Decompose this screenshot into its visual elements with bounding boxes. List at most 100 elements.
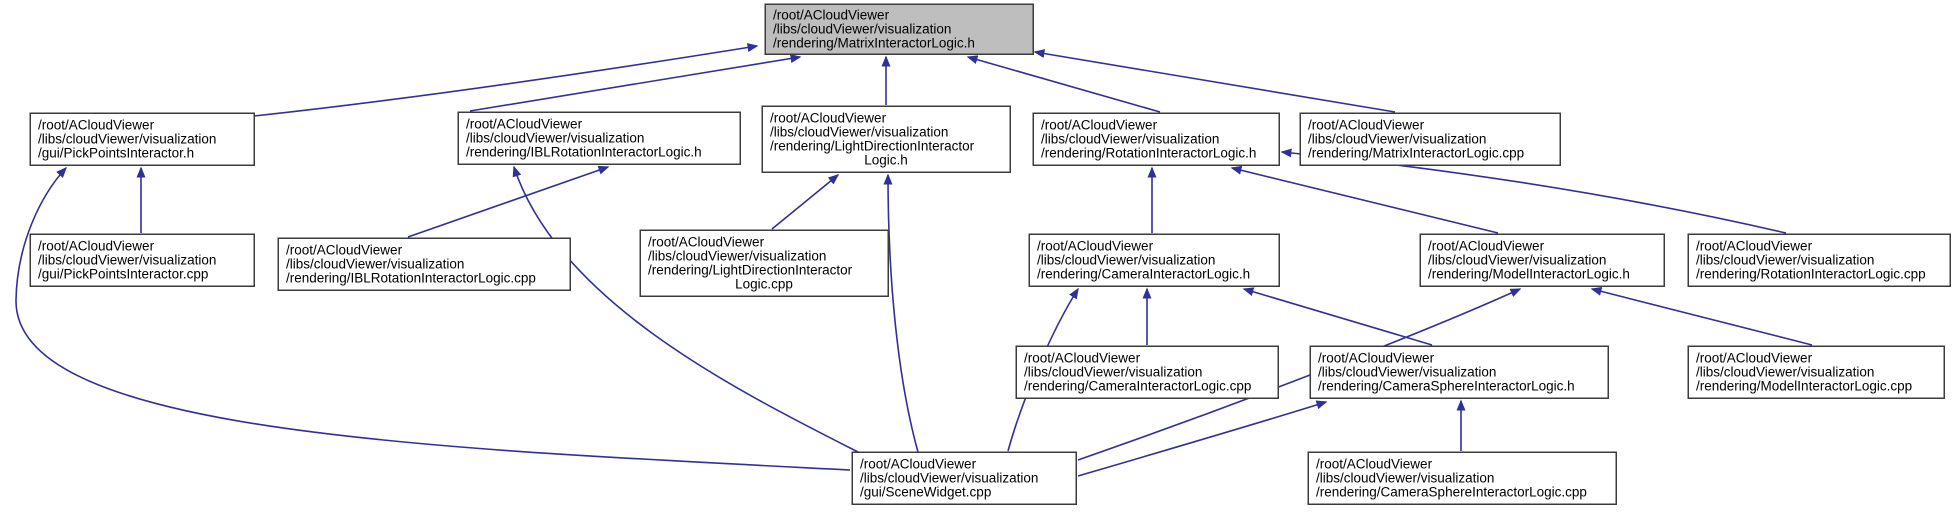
node-label-line: /root/ACloudViewer <box>1024 351 1141 366</box>
node-label-line: /libs/cloudViewer/visualization <box>1037 253 1215 268</box>
node-label-line: /libs/cloudViewer/visualization <box>773 22 951 37</box>
node-label-line: /libs/cloudViewer/visualization <box>770 125 948 140</box>
node-label-line: /root/ACloudViewer <box>1316 457 1433 472</box>
node-box[interactable] <box>1309 345 1609 399</box>
node-label-line: /root/ACloudViewer <box>770 111 887 126</box>
include-edge-scene-widget-cpp--to--ibl-rotation-interactor-logic-h <box>512 165 859 453</box>
graph-node-matrix-interactor-logic-cpp[interactable]: /root/ACloudViewer/libs/cloudViewer/visu… <box>1299 112 1561 166</box>
node-label-line: /rendering/LightDirectionInteractor <box>648 263 853 278</box>
graph-node-camera-sphere-interactor-logic-h[interactable]: /root/ACloudViewer/libs/cloudViewer/visu… <box>1309 345 1609 399</box>
graph-node-light-direction-interactor-logic-cpp[interactable]: /root/ACloudViewer/libs/cloudViewer/visu… <box>639 229 889 297</box>
node-label-line: /rendering/RotationInteractorLogic.cpp <box>1696 267 1926 282</box>
include-edge-rotation-interactor-logic-h--to--matrix-interactor-logic-h <box>966 55 1161 113</box>
node-label-line: /root/ACloudViewer <box>1696 351 1813 366</box>
node-label-line: /rendering/IBLRotationInteractorLogic.cp… <box>286 271 536 286</box>
node-label-line: /rendering/IBLRotationInteractorLogic.h <box>466 145 702 160</box>
node-label-line: /libs/cloudViewer/visualization <box>1308 132 1486 147</box>
node-label-line: /rendering/CameraSphereInteractorLogic.h <box>1318 379 1575 394</box>
node-label-line: /libs/cloudViewer/visualization <box>1696 365 1874 380</box>
node-label-line: /libs/cloudViewer/visualization <box>1316 471 1494 486</box>
include-edge-ibl-rotation-interactor-logic-cpp--to--ibl-rotation-interactor-logic-h <box>407 165 610 238</box>
node-label-line: /root/ACloudViewer <box>1428 239 1545 254</box>
node-label-line: /root/ACloudViewer <box>773 8 890 23</box>
node-label-line: /root/ACloudViewer <box>38 239 155 254</box>
node-label-line: /libs/cloudViewer/visualization <box>1024 365 1202 380</box>
graph-node-camera-sphere-interactor-logic-cpp[interactable]: /root/ACloudViewer/libs/cloudViewer/visu… <box>1307 451 1617 505</box>
node-label-line: /rendering/CameraSphereInteractorLogic.c… <box>1316 485 1587 500</box>
graph-node-model-interactor-logic-cpp[interactable]: /root/ACloudViewer/libs/cloudViewer/visu… <box>1687 345 1945 399</box>
node-label-line: /rendering/ModelInteractorLogic.h <box>1428 267 1630 282</box>
node-box[interactable] <box>1032 112 1280 166</box>
node-label-line: /libs/cloudViewer/visualization <box>1041 132 1219 147</box>
node-box[interactable] <box>29 112 255 166</box>
node-box[interactable] <box>457 111 741 165</box>
node-box[interactable] <box>639 229 889 297</box>
node-label-line: /libs/cloudViewer/visualization <box>860 471 1038 486</box>
node-label-line: /libs/cloudViewer/visualization <box>286 257 464 272</box>
node-label-line: /libs/cloudViewer/visualization <box>648 249 826 264</box>
include-edge-scene-widget-cpp--to--camera-sphere-interactor-logic-h <box>1077 400 1328 477</box>
node-box[interactable] <box>277 237 571 291</box>
node-box[interactable] <box>761 105 1011 173</box>
node-label-line: /root/ACloudViewer <box>466 117 583 132</box>
graph-node-camera-interactor-logic-cpp[interactable]: /root/ACloudViewer/libs/cloudViewer/visu… <box>1015 345 1279 399</box>
graph-node-matrix-interactor-logic-h: /root/ACloudViewer/libs/cloudViewer/visu… <box>764 3 1034 55</box>
node-label-line: /libs/cloudViewer/visualization <box>38 253 216 268</box>
node-label-line: Logic.h <box>864 153 908 168</box>
node-label-line: /libs/cloudViewer/visualization <box>38 132 216 147</box>
node-label-line: /root/ACloudViewer <box>1696 239 1813 254</box>
graph-node-ibl-rotation-interactor-logic-h[interactable]: /root/ACloudViewer/libs/cloudViewer/visu… <box>457 111 741 165</box>
include-edge-matrix-interactor-logic-cpp--to--matrix-interactor-logic-h <box>1033 49 1396 113</box>
node-box[interactable] <box>1299 112 1561 166</box>
node-label-line: /libs/cloudViewer/visualization <box>466 131 644 146</box>
node-label-line: /libs/cloudViewer/visualization <box>1696 253 1874 268</box>
node-box[interactable] <box>1419 233 1665 287</box>
graph-node-model-interactor-logic-h[interactable]: /root/ACloudViewer/libs/cloudViewer/visu… <box>1419 233 1665 287</box>
node-box[interactable] <box>1015 345 1279 399</box>
node-layer: /root/ACloudViewer/libs/cloudViewer/visu… <box>29 3 1951 505</box>
node-label-line: Logic.cpp <box>735 277 793 292</box>
node-label-line: /root/ACloudViewer <box>1041 118 1158 133</box>
node-box[interactable] <box>1687 345 1945 399</box>
include-edge-scene-widget-cpp--to--pick-points-interactor-h <box>15 166 851 471</box>
node-label-line: /rendering/RotationInteractorLogic.h <box>1041 146 1256 161</box>
include-edge-light-direction-interactor-logic-cpp--to--light-direction-interactor-logic-h <box>771 174 840 230</box>
graph-node-camera-interactor-logic-h[interactable]: /root/ACloudViewer/libs/cloudViewer/visu… <box>1028 233 1280 287</box>
graph-node-ibl-rotation-interactor-logic-cpp[interactable]: /root/ACloudViewer/libs/cloudViewer/visu… <box>277 237 571 291</box>
node-label-line: /root/ACloudViewer <box>860 457 977 472</box>
node-label-line: /libs/cloudViewer/visualization <box>1318 365 1496 380</box>
node-label-line: /root/ACloudViewer <box>286 243 403 258</box>
node-label-line: /rendering/MatrixInteractorLogic.h <box>773 36 975 51</box>
include-edge-camera-sphere-interactor-logic-h--to--camera-interactor-logic-h <box>1242 287 1433 346</box>
node-box[interactable] <box>29 233 255 287</box>
graph-node-rotation-interactor-logic-cpp[interactable]: /root/ACloudViewer/libs/cloudViewer/visu… <box>1687 233 1951 287</box>
node-label-line: /rendering/ModelInteractorLogic.cpp <box>1696 379 1912 394</box>
node-label-line: /root/ACloudViewer <box>1037 239 1154 254</box>
node-label-line: /rendering/CameraInteractorLogic.cpp <box>1024 379 1251 394</box>
node-label-line: /gui/PickPointsInteractor.cpp <box>38 267 208 282</box>
node-label-line: /root/ACloudViewer <box>1308 118 1425 133</box>
node-label-line: /rendering/LightDirectionInteractor <box>770 139 975 154</box>
include-edge-scene-widget-cpp--to--light-direction-interactor-logic-h <box>883 173 919 453</box>
include-edge-ibl-rotation-interactor-logic-h--to--matrix-interactor-logic-h <box>469 54 802 112</box>
node-box[interactable] <box>1307 451 1617 505</box>
node-label-line: /gui/PickPointsInteractor.h <box>38 146 194 161</box>
graph-node-pick-points-interactor-cpp[interactable]: /root/ACloudViewer/libs/cloudViewer/visu… <box>29 233 255 287</box>
node-box[interactable] <box>1028 233 1280 287</box>
graph-node-rotation-interactor-logic-h[interactable]: /root/ACloudViewer/libs/cloudViewer/visu… <box>1032 112 1280 166</box>
node-box[interactable] <box>1687 233 1951 287</box>
node-label-line: /rendering/CameraInteractorLogic.h <box>1037 267 1250 282</box>
node-box <box>764 3 1034 55</box>
graph-node-scene-widget-cpp[interactable]: /root/ACloudViewer/libs/cloudViewer/visu… <box>851 451 1077 505</box>
graph-node-pick-points-interactor-h[interactable]: /root/ACloudViewer/libs/cloudViewer/visu… <box>29 112 255 166</box>
include-edge-model-interactor-logic-cpp--to--model-interactor-logic-h <box>1590 286 1813 346</box>
node-label-line: /root/ACloudViewer <box>38 118 155 133</box>
graph-node-light-direction-interactor-logic-h[interactable]: /root/ACloudViewer/libs/cloudViewer/visu… <box>761 105 1011 173</box>
node-label-line: /libs/cloudViewer/visualization <box>1428 253 1606 268</box>
node-label-line: /root/ACloudViewer <box>1318 351 1435 366</box>
node-label-line: /root/ACloudViewer <box>648 235 765 250</box>
node-label-line: /gui/SceneWidget.cpp <box>860 485 991 500</box>
node-box[interactable] <box>851 451 1077 505</box>
